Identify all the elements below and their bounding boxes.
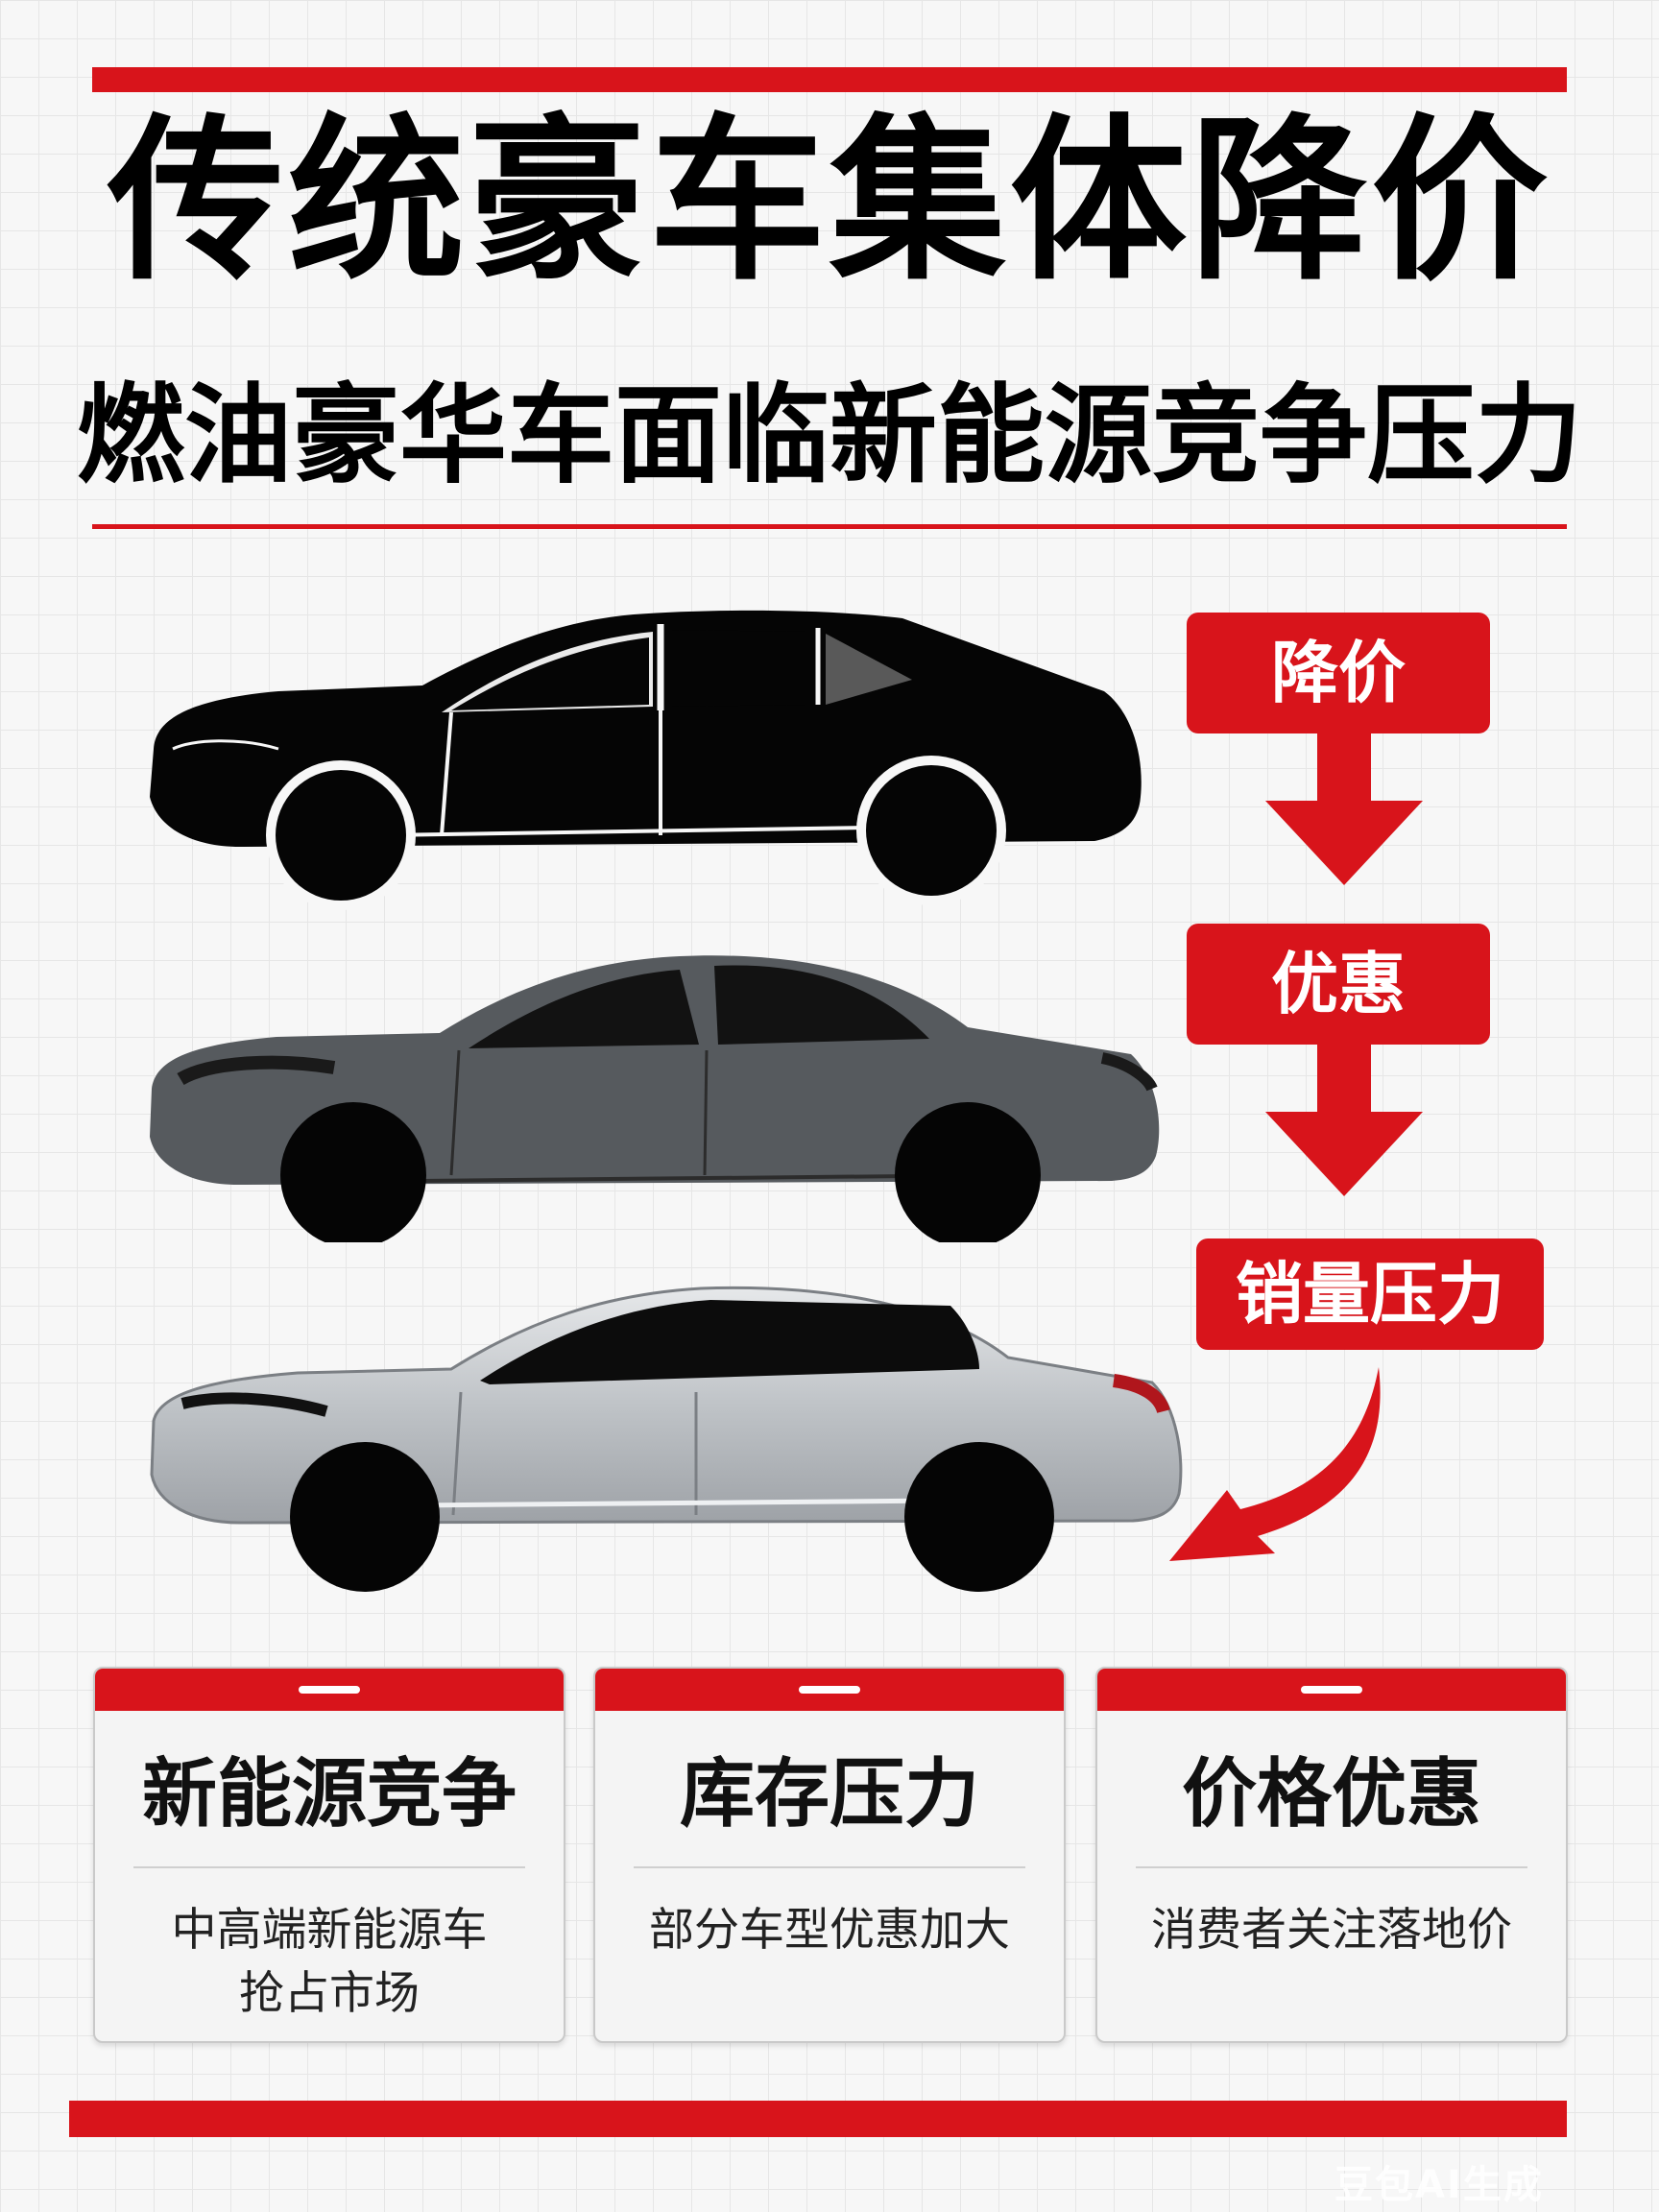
page-subtitle: 燃油豪华车面临新能源竞争压力: [77, 373, 1582, 498]
card-description: 中高端新能源车 抢占市场: [114, 1899, 544, 2026]
card-title: 价格优惠: [1181, 1751, 1481, 1838]
curved-arrow-icon: [1169, 1367, 1381, 1561]
card-tab: [299, 1686, 360, 1694]
tag-discount: 优惠: [1187, 924, 1490, 1045]
down-arrow-icon: [1265, 733, 1423, 885]
card-description: 消费者关注落地价: [1117, 1899, 1547, 1962]
top-red-bar: [92, 67, 1567, 92]
down-arrow-icon: [1265, 1045, 1423, 1196]
card-header: [1097, 1669, 1566, 1711]
card-title: 新能源竞争: [141, 1751, 517, 1838]
card-title: 库存压力: [679, 1751, 979, 1838]
sedan-silhouette-black-icon: [150, 610, 1142, 910]
page-title: 传统豪车集体降价: [107, 99, 1551, 304]
card-divider: [1136, 1866, 1527, 1868]
card-divider: [133, 1866, 525, 1868]
ai-watermark: 豆包AI生成: [1334, 2163, 1544, 2207]
card-tab: [799, 1686, 860, 1694]
card-desc-line: 部分车型优惠加大: [649, 1904, 1010, 1957]
card-new-energy-competition: 新能源竞争 中高端新能源车 抢占市场: [93, 1667, 565, 2043]
card-price-discount: 价格优惠 消费者关注落地价: [1095, 1667, 1568, 2043]
header-divider: [92, 524, 1567, 529]
card-divider: [634, 1866, 1025, 1868]
card-tab: [1301, 1686, 1362, 1694]
card-desc-line: 抢占市场: [239, 1967, 420, 2020]
card-header: [95, 1669, 564, 1711]
card-inventory-pressure: 库存压力 部分车型优惠加大: [593, 1667, 1066, 2043]
bottom-red-bar: [69, 2101, 1567, 2137]
card-desc-line: 消费者关注落地价: [1151, 1904, 1512, 1957]
card-description: 部分车型优惠加大: [614, 1899, 1045, 1962]
sedan-silver-icon: [150, 1286, 1183, 1592]
tag-price-cut: 降价: [1187, 613, 1490, 733]
card-desc-line: 中高端新能源车: [171, 1904, 488, 1957]
tag-sales-pressure: 销量压力: [1196, 1238, 1544, 1350]
card-header: [595, 1669, 1064, 1711]
sedan-gray-icon: [150, 955, 1160, 1242]
